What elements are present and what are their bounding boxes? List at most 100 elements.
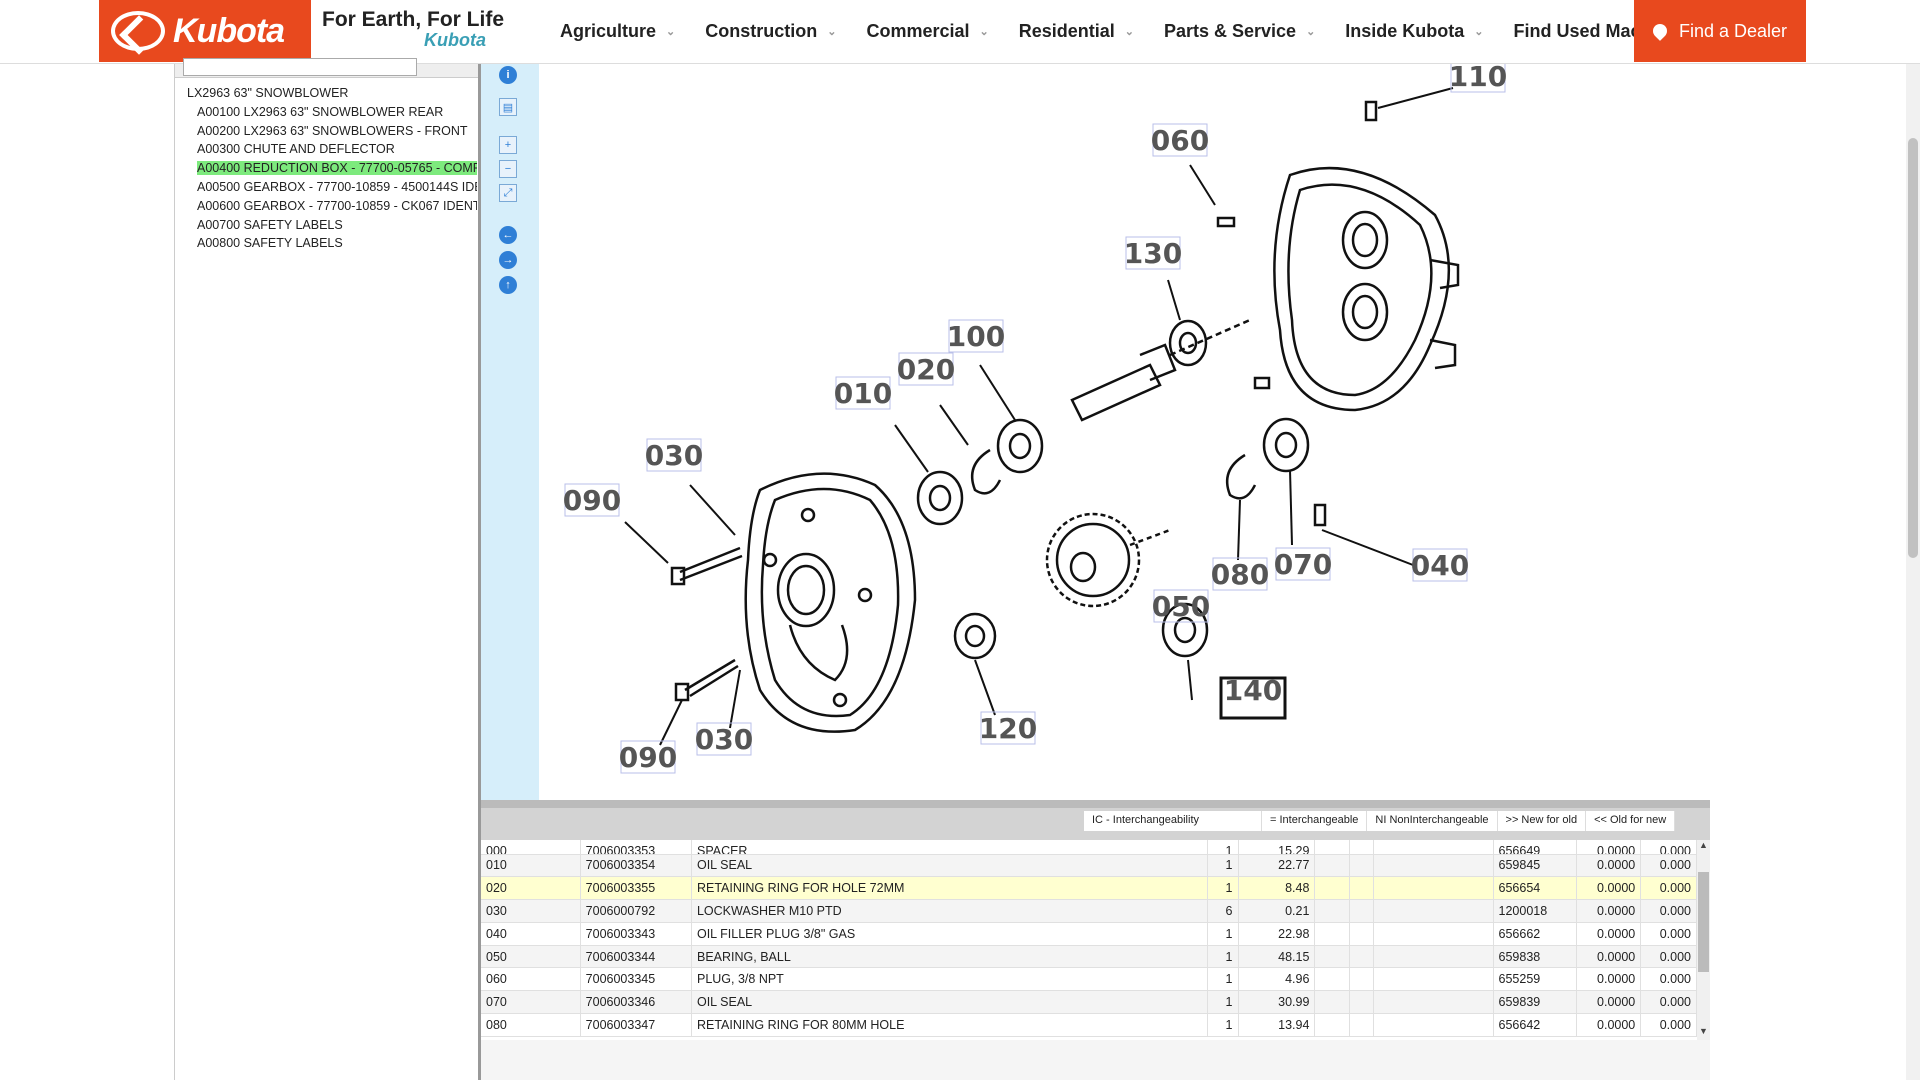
empty-col [1373,876,1494,901]
part-code: 656649 [1493,840,1577,855]
legend-item: = Interchangeable [1262,811,1368,831]
scroll-up-icon[interactable]: ▲ [1699,840,1708,850]
fit-button[interactable]: ⤢ [497,182,519,204]
part-price: 15.29 [1238,840,1316,855]
callout-010[interactable]: 010 [834,377,892,410]
nav-item-commercial[interactable]: Commercial⌄ [866,21,988,42]
empty-col [1373,945,1494,969]
lower-divider[interactable] [481,800,1710,808]
print-button[interactable]: ▤ [497,96,519,118]
zoom-in-icon: + [499,136,517,154]
tree-item[interactable]: A00500 GEARBOX - 77700-10859 - 4500144S … [185,178,477,197]
callout-080[interactable]: 080 [1211,558,1269,591]
location-pin-icon [1650,21,1670,41]
parts-table-scrollbar[interactable]: ▲ ▼ [1697,840,1710,1040]
part-col-a: 0.0000 [1576,990,1642,1015]
nav-item-agriculture[interactable]: Agriculture⌄ [560,21,675,42]
zoom-out-button[interactable]: − [497,158,519,180]
tree-item[interactable]: A00100 LX2963 63" SNOWBLOWER REAR [185,103,477,122]
tree-item[interactable]: A00400 REDUCTION BOX - 77700-05765 - COM… [185,159,477,178]
callout-130[interactable]: 130 [1124,237,1182,270]
tree-item[interactable]: A00200 LX2963 63" SNOWBLOWERS - FRONT [185,122,477,141]
kubota-logo[interactable]: Kubota [99,0,311,62]
empty-col [1314,899,1350,923]
empty-col [1349,967,1375,992]
tree-item[interactable]: A00600 GEARBOX - 77700-10859 - CK067 IDE… [185,197,477,216]
find-dealer-button[interactable]: Find a Dealer [1634,0,1806,62]
info-button[interactable]: i [497,64,519,86]
main-nav: Agriculture⌄ Construction⌄ Commercial⌄ Resi… [560,0,1725,62]
part-col-a: 0.0000 [1576,1013,1642,1037]
part-description: OIL FILLER PLUG 3/8" GAS [691,922,1209,946]
tree-item[interactable]: A00800 SAFETY LABELS [185,234,477,253]
part-number: 7006003353 [580,840,692,855]
nav-item-label: Commercial [866,20,970,41]
nav-item-residential[interactable]: Residential⌄ [1019,21,1134,42]
callout-060[interactable]: 060 [1151,124,1209,157]
part-number: 7006003343 [580,922,692,946]
tree-item[interactable]: A00300 CHUTE AND DEFLECTOR [185,140,477,159]
tree-item-label: A00400 REDUCTION BOX - 77700-05765 - COM… [197,161,477,176]
part-code: 656642 [1493,1013,1577,1037]
callout-040[interactable]: 040 [1411,549,1469,582]
panel-splitter[interactable] [478,64,481,1080]
pan-up-button[interactable]: ↑ [497,274,519,296]
empty-col [1314,967,1350,992]
zoom-in-button[interactable]: + [497,134,519,156]
pan-left-button[interactable]: ← [497,224,519,246]
callout-box [620,740,676,774]
callout-030[interactable]: 030 [645,439,703,472]
nav-item-construction[interactable]: Construction⌄ [705,21,836,42]
callout-050[interactable]: 050 [1152,590,1210,623]
empty-col [1373,899,1494,923]
callout-090[interactable]: 090 [563,484,621,517]
part-price: 4.96 [1238,967,1316,992]
part-qty: 1 [1207,967,1239,992]
pan-right-button[interactable]: → [497,249,519,271]
part-ref: 020 [481,876,581,901]
part-description: OIL SEAL [691,990,1209,1015]
page-scrollbar-thumb[interactable] [1908,138,1918,558]
part-price: 13.94 [1238,1013,1316,1037]
empty-col [1373,922,1494,946]
callout-030[interactable]: 030 [695,723,753,756]
part-col-b: 0.000 [1640,876,1697,901]
part-description: PLUG, 3/8 NPT [691,967,1209,992]
part-price: 0.21 [1238,899,1316,923]
callout-110[interactable]: 110 [1449,60,1507,93]
nav-item-inside-kubota[interactable]: Inside Kubota⌄ [1345,21,1483,42]
callout-box [1275,547,1331,581]
page-scrollbar[interactable] [1906,64,1920,1080]
scroll-down-icon[interactable]: ▼ [1699,1026,1708,1036]
empty-col [1373,854,1494,878]
callout-100[interactable]: 100 [947,320,1005,353]
callout-070[interactable]: 070 [1274,548,1332,581]
tree-root[interactable]: LX2963 63" SNOWBLOWER [187,86,349,100]
callout-020[interactable]: 020 [897,353,955,386]
callout-120[interactable]: 120 [979,712,1037,745]
scrollbar-thumb[interactable] [1698,872,1709,972]
part-number: 7006003345 [580,967,692,992]
nav-item-parts-service[interactable]: Parts & Service⌄ [1164,21,1315,42]
part-code: 659838 [1493,945,1577,969]
callout-090[interactable]: 090 [619,741,677,774]
part-ref: 080 [481,1013,581,1037]
tree-item[interactable]: A00700 SAFETY LABELS [185,216,477,235]
part-qty: 1 [1207,1013,1239,1037]
empty-col [1349,899,1375,923]
arrow-right-icon: → [499,251,517,269]
part-price: 22.98 [1238,922,1316,946]
diagram-toolbar: i ▤ + − ⤢ ← → ↑ [481,64,539,800]
tree-search-input[interactable] [183,58,417,76]
